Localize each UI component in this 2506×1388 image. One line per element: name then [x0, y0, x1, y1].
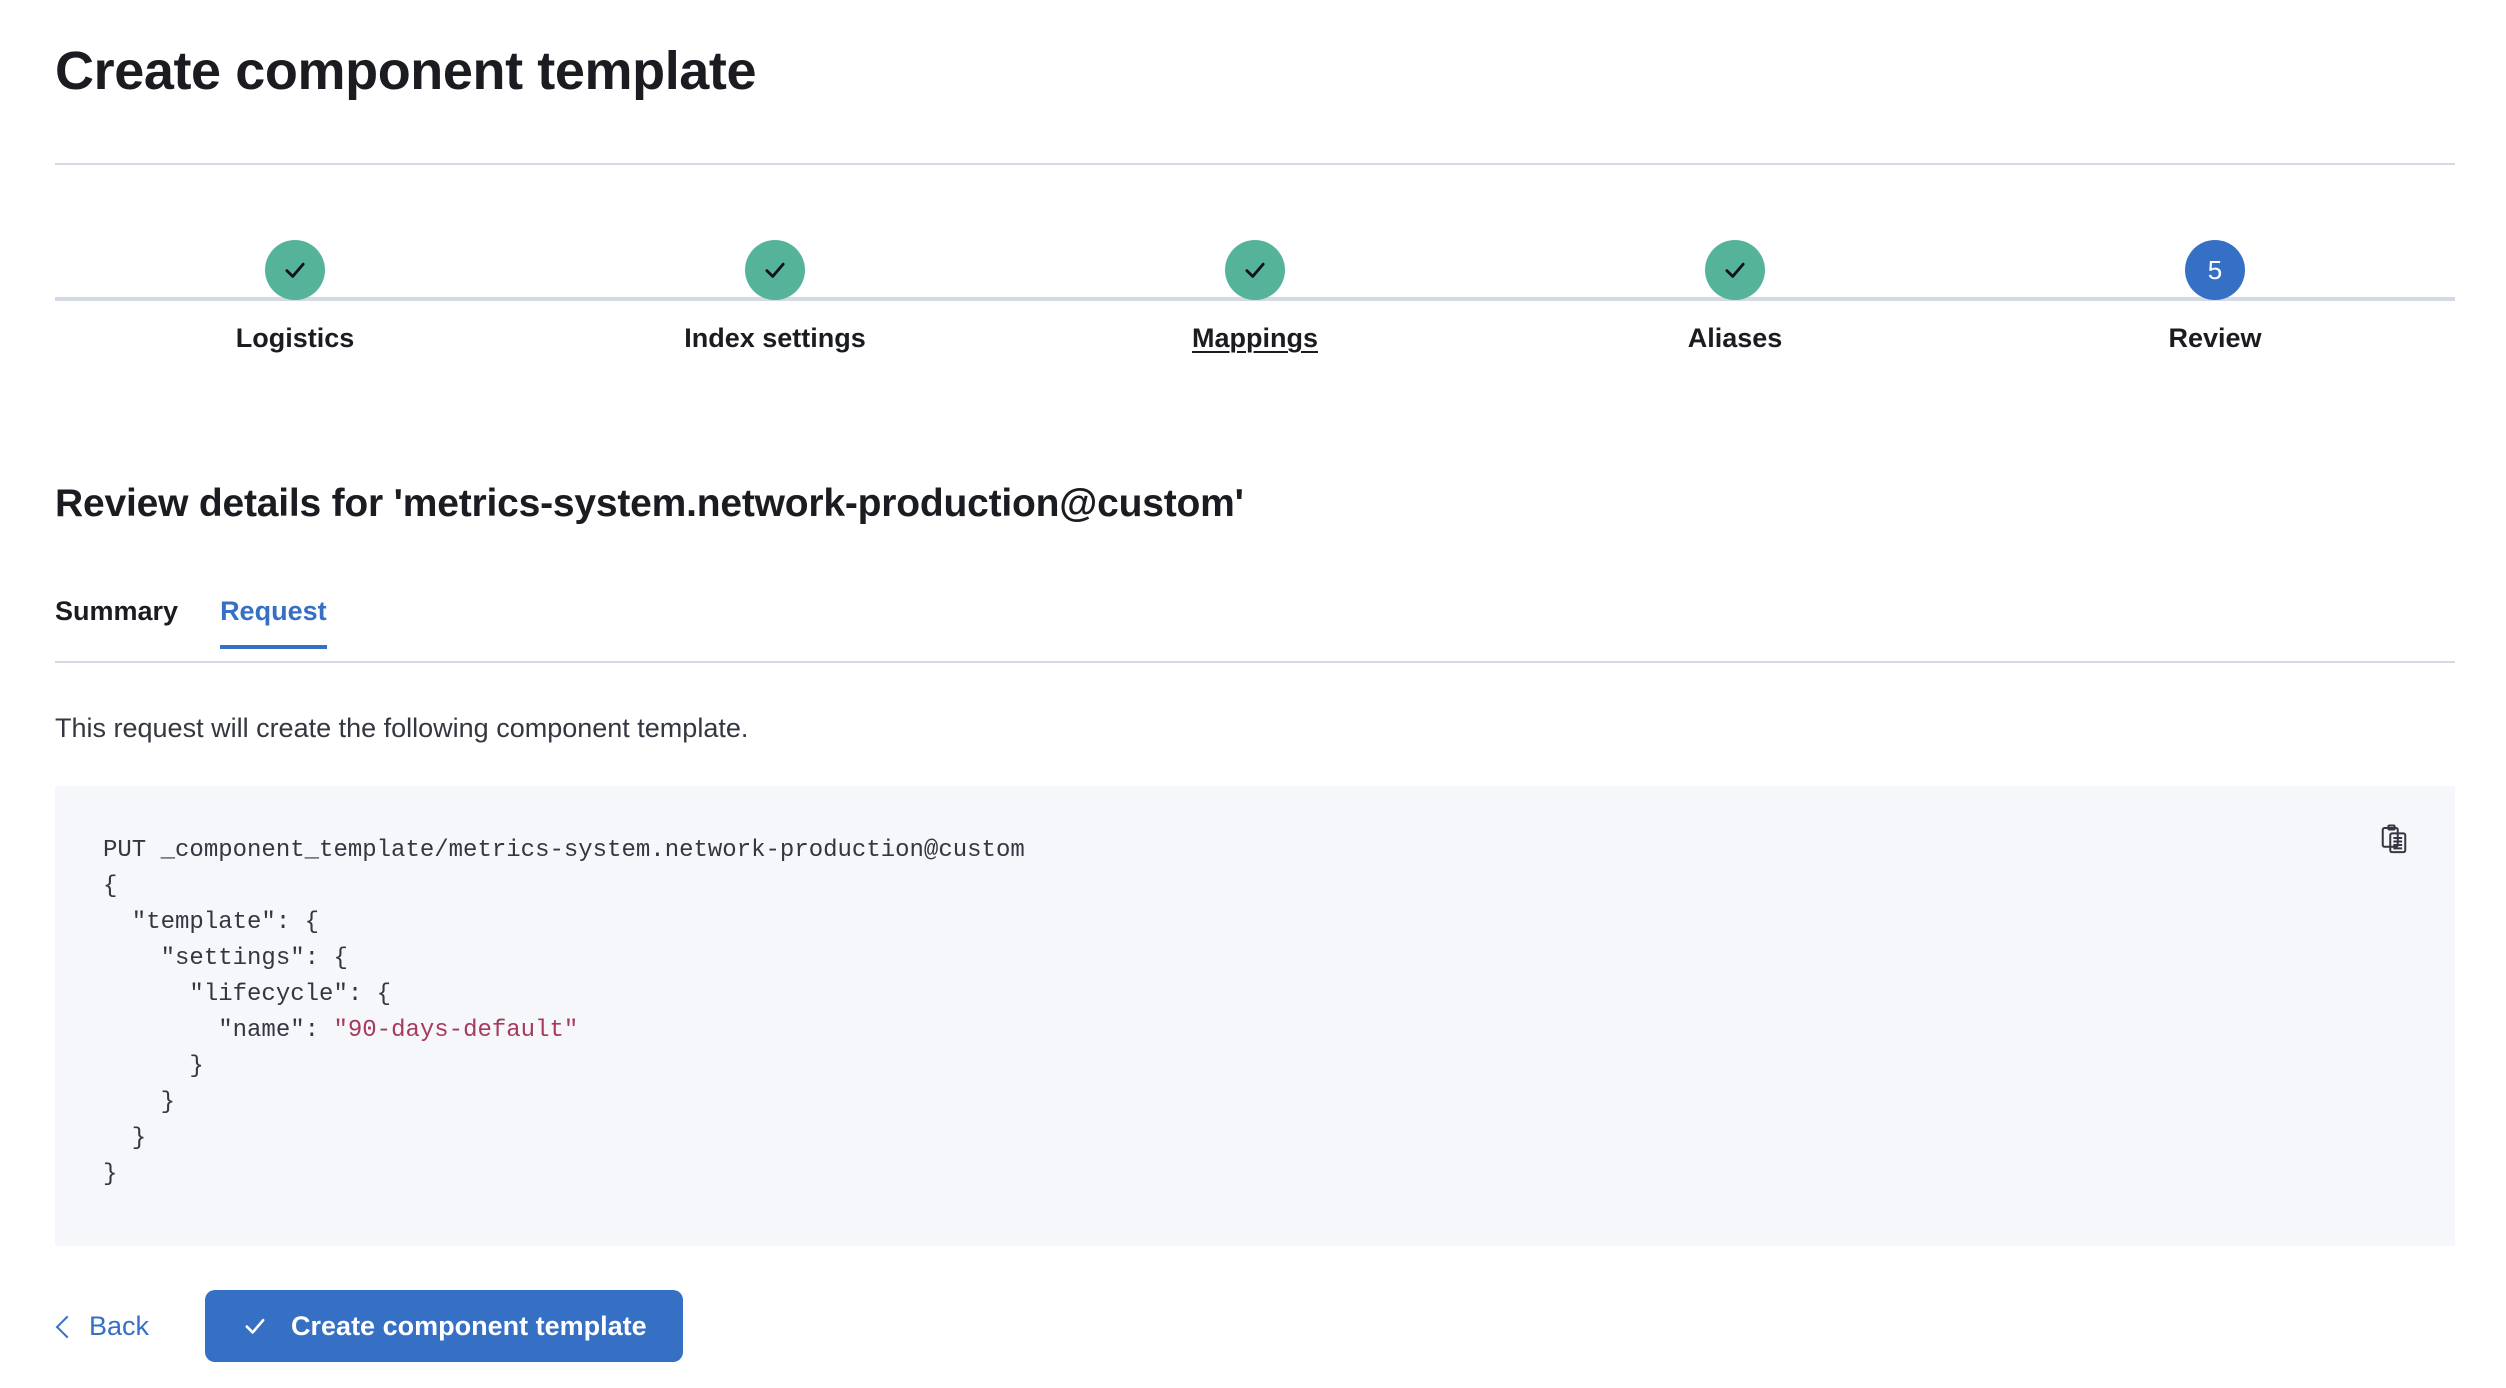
footer-actions: Back Create component template [55, 1290, 683, 1362]
code-colon: : [304, 1017, 334, 1044]
stepper-step-mappings[interactable]: Mappings [1015, 240, 1495, 354]
stepper-step-label: Aliases [1687, 323, 1783, 353]
stepper-steps: Logistics Index settings Mappings Aliase… [55, 240, 2455, 354]
page-title: Create component template [55, 41, 757, 101]
code-line: "lifecycle": { [103, 981, 392, 1008]
tabs-underline [55, 661, 2455, 663]
create-component-template-button[interactable]: Create component template [205, 1290, 683, 1362]
check-icon [245, 1318, 265, 1334]
step-status-circle: 5 [2185, 240, 2245, 300]
check-icon [1725, 262, 1745, 278]
tab-request[interactable]: Request [220, 595, 327, 649]
back-button-label: Back [89, 1311, 150, 1341]
code-line: } [103, 1161, 118, 1188]
back-button[interactable]: Back [55, 1302, 153, 1350]
copy-request-button[interactable] [2363, 808, 2425, 870]
review-section-title: Review details for 'metrics-system.netwo… [55, 482, 1244, 525]
check-icon [1245, 262, 1265, 278]
request-code-panel: PUT _component_template/metrics-system.n… [55, 786, 2455, 1246]
header-divider [55, 163, 2455, 165]
review-tabs: Summary Request [55, 595, 2455, 663]
step-status-circle [1225, 240, 1285, 300]
code-line: } [103, 1089, 176, 1116]
tabs-list: Summary Request [55, 595, 2455, 663]
wizard-stepper: Logistics Index settings Mappings Aliase… [55, 240, 2455, 390]
code-line: "settings": { [103, 945, 348, 972]
stepper-step-logistics[interactable]: Logistics [55, 240, 535, 354]
create-button-label: Create component template [291, 1310, 647, 1341]
stepper-step-aliases[interactable]: Aliases [1495, 240, 1975, 354]
step-status-circle [265, 240, 325, 300]
check-icon [765, 262, 785, 278]
check-icon [285, 262, 305, 278]
code-line: } [103, 1053, 204, 1080]
code-line: { [103, 873, 118, 900]
code-string-value: "90-days-default" [333, 1017, 579, 1044]
request-description: This request will create the following c… [55, 713, 749, 743]
stepper-step-label: Mappings [1192, 323, 1318, 353]
code-line: } [103, 1125, 147, 1152]
request-code-block[interactable]: PUT _component_template/metrics-system.n… [103, 833, 2345, 1193]
step-status-circle [745, 240, 805, 300]
step-number: 5 [2207, 255, 2223, 285]
step-status-circle [1705, 240, 1765, 300]
stepper-step-review[interactable]: 5 Review [1975, 240, 2455, 354]
chevron-left-icon [55, 1315, 79, 1338]
code-key-name: "name" [218, 1017, 305, 1044]
clipboard-copy-icon [2381, 824, 2407, 854]
stepper-step-label: Logistics [235, 323, 355, 353]
stepper-step-label: Review [2168, 323, 2262, 353]
stepper-step-index-settings[interactable]: Index settings [535, 240, 1015, 354]
code-method-line: PUT _component_template/metrics-system.n… [103, 837, 1025, 864]
code-line: "template": { [103, 909, 320, 936]
tab-summary[interactable]: Summary [55, 595, 178, 649]
stepper-step-label: Index settings [684, 323, 866, 353]
